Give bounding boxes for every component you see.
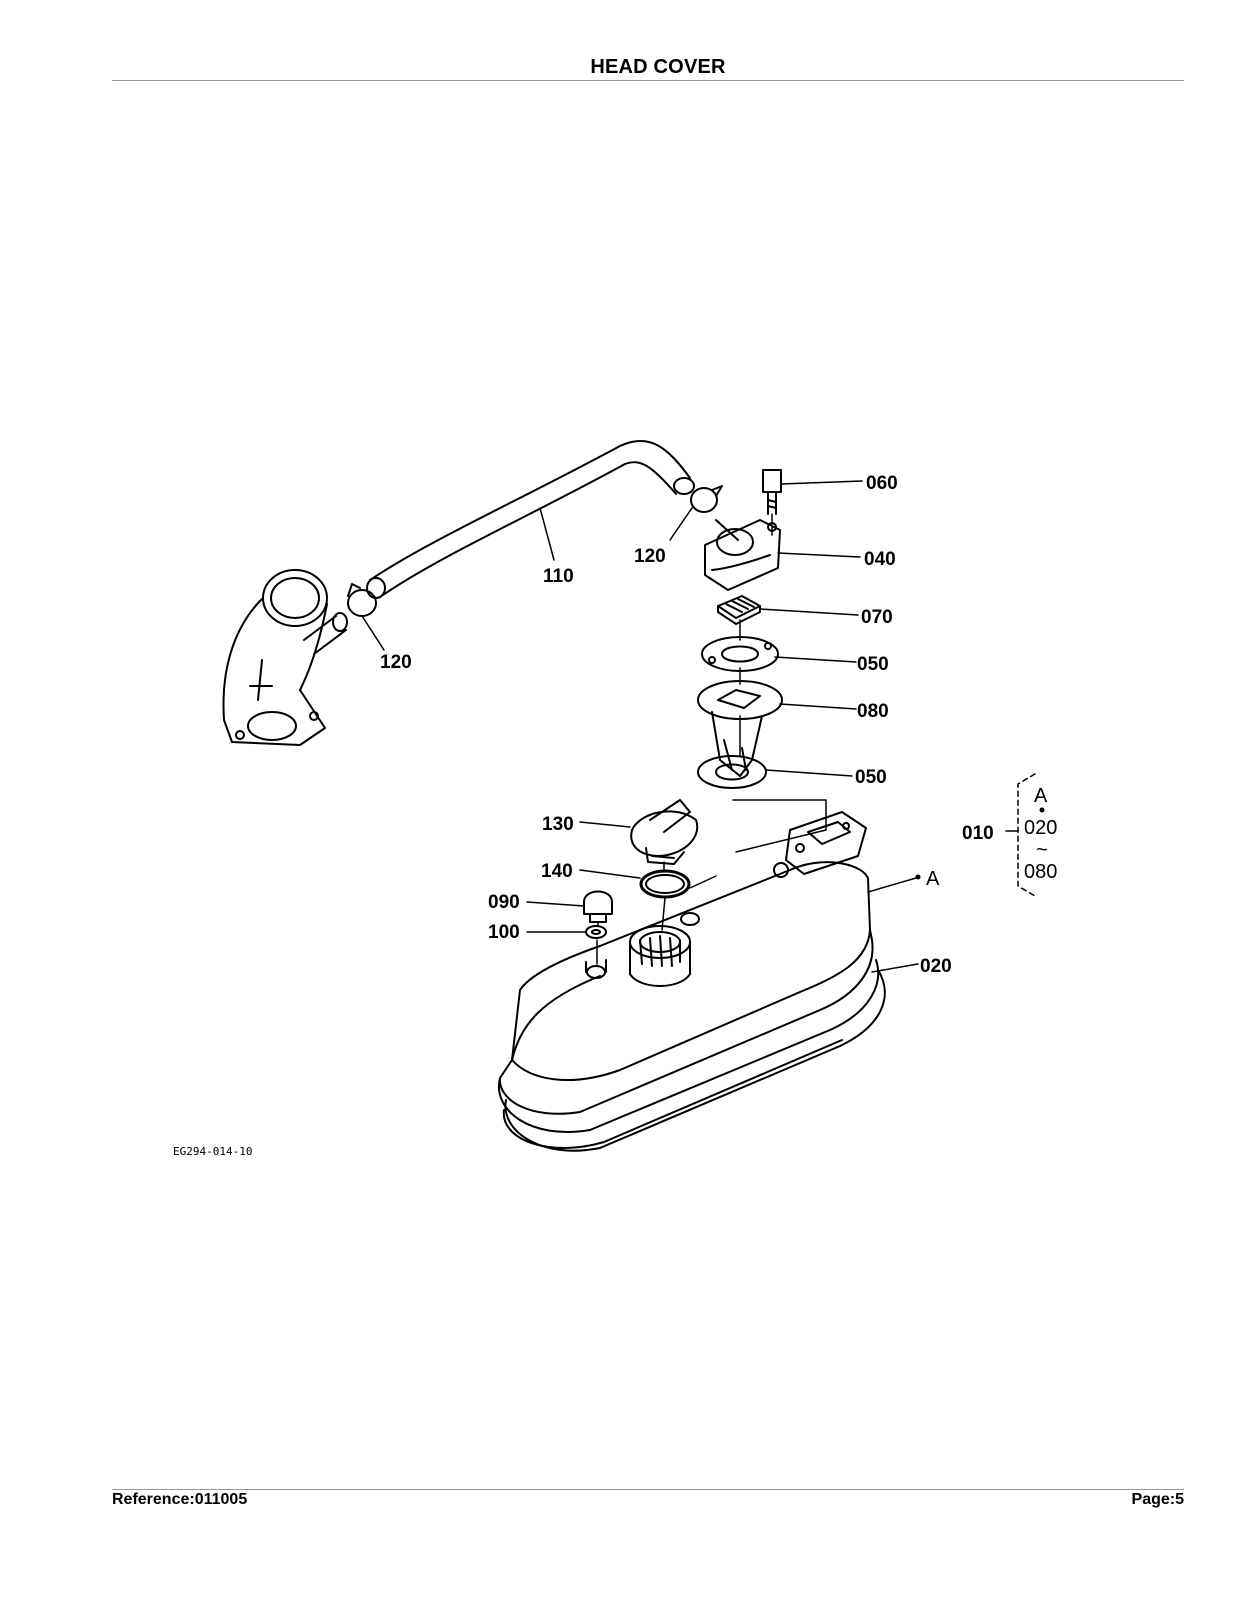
- callout-050-lower: 050: [855, 767, 887, 788]
- assembly-note-start: 020: [1024, 817, 1057, 839]
- leader-lines: [361, 480, 919, 973]
- footer-rule: [112, 1489, 1184, 1490]
- assembly-bracket: [1005, 773, 1036, 897]
- callout-130: 130: [542, 814, 574, 835]
- intake-pipe: [222, 569, 348, 746]
- figure-code: EG294-014-10: [173, 1145, 252, 1158]
- gasket-lower: [697, 755, 767, 789]
- cap-nut: [583, 890, 613, 923]
- assembly-note-marker: A: [1034, 785, 1048, 807]
- washer: [585, 925, 607, 939]
- callout-060: 060: [866, 473, 898, 494]
- callout-110: 110: [543, 566, 574, 587]
- callout-020: 020: [920, 956, 952, 977]
- callout-050-upper: 050: [857, 654, 889, 675]
- page-title: HEAD COVER: [590, 56, 726, 78]
- footer-reference: Reference:011005: [112, 1491, 248, 1508]
- gasket-upper: [701, 636, 779, 672]
- callout-100: 100: [488, 922, 520, 943]
- assembly-note-tilde: ~: [1036, 839, 1048, 861]
- o-ring: [639, 869, 691, 899]
- callout-070: 070: [861, 607, 893, 628]
- callout-120-right: 120: [634, 546, 666, 567]
- head-cover: [497, 811, 886, 1152]
- center-lines: [596, 513, 773, 965]
- bolt: [762, 469, 782, 515]
- header-rule: [112, 80, 1184, 81]
- hose-clip-right: [690, 485, 723, 513]
- reference-marker-a: A: [926, 868, 940, 890]
- breather-cover: [704, 519, 781, 591]
- breather-hose: [366, 440, 695, 599]
- assembly-note-end: 080: [1024, 861, 1057, 883]
- callout-090: 090: [488, 892, 520, 913]
- hose-clip-left: [347, 583, 377, 617]
- oil-filler-cap: [630, 799, 699, 865]
- callout-140: 140: [541, 861, 573, 882]
- footer-page-number: Page:5: [1131, 1491, 1184, 1508]
- callout-010: 010: [962, 823, 994, 844]
- baffle-element: [717, 595, 761, 625]
- callout-080: 080: [857, 701, 889, 722]
- callout-040: 040: [864, 549, 896, 570]
- callout-120-left: 120: [380, 652, 412, 673]
